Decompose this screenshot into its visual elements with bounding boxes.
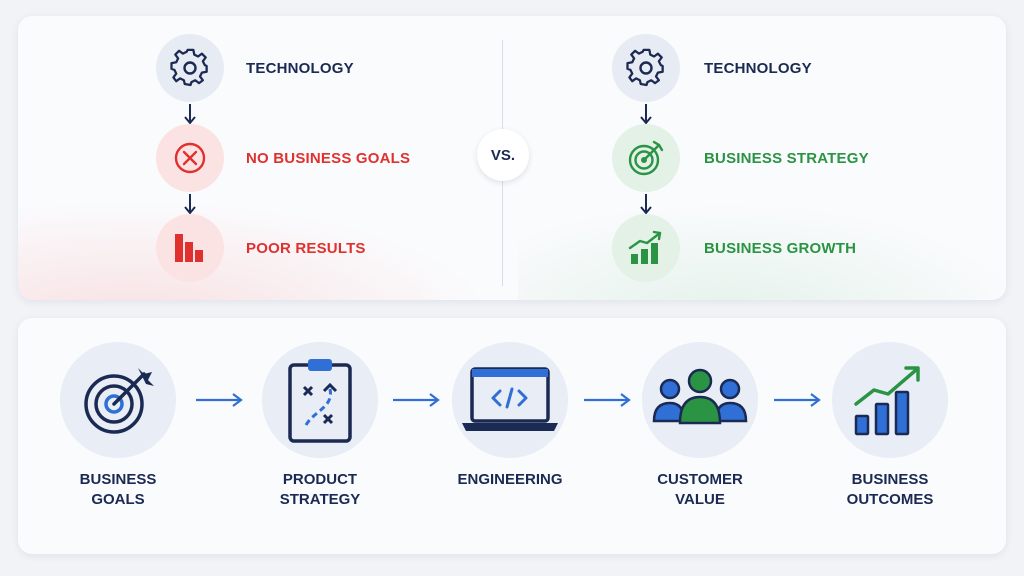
growth-bars-icon xyxy=(854,366,920,436)
flow-label-line: BUSINESS xyxy=(79,471,157,488)
flow-label-line: ENGINEERING xyxy=(457,471,563,488)
left-technology-label: TECHNOLOGY xyxy=(246,60,354,77)
left-no-goals-label: NO BUSINESS GOALS xyxy=(246,150,411,167)
flow-step-business-outcomes xyxy=(832,342,948,458)
green-glow xyxy=(518,200,1006,300)
comparison-panel: VS. TECHNOLOGY NO BUSINESS GOALS POOR RE… xyxy=(18,16,1006,300)
flow-label-line: BUSINESS xyxy=(851,471,929,488)
flow-label-line: PRODUCT xyxy=(282,471,358,488)
flow-label-customer-value: CUSTOMER VALUE xyxy=(625,470,775,510)
flow-label-line: VALUE xyxy=(675,491,725,508)
flow-label-line: STRATEGY xyxy=(279,491,361,508)
right-growth-node xyxy=(612,214,680,282)
right-arrow-icon xyxy=(393,393,440,407)
left-no-goals-node xyxy=(156,124,224,192)
vs-badge: VS. xyxy=(477,129,529,181)
flow-step-business-goals xyxy=(60,342,176,458)
red-glow xyxy=(18,200,498,300)
bar-chart-down-icon xyxy=(175,234,203,262)
right-technology-node xyxy=(612,34,680,102)
right-technology-label: TECHNOLOGY xyxy=(704,60,812,77)
flow-label-line: GOALS xyxy=(91,491,145,508)
left-poor-results-node xyxy=(156,214,224,282)
flow-label-line: OUTCOMES xyxy=(846,491,934,508)
flow-label-engineering: ENGINEERING xyxy=(435,470,585,490)
left-poor-results-label: POOR RESULTS xyxy=(246,240,366,257)
flow-label-product-strategy: PRODUCT STRATEGY xyxy=(245,470,395,510)
flow-label-business-outcomes: BUSINESS OUTCOMES xyxy=(815,470,965,510)
right-arrow-icon xyxy=(584,393,631,407)
down-arrow-icon xyxy=(184,104,196,125)
right-strategy-label: BUSINESS STRATEGY xyxy=(704,150,869,167)
laptop-code-icon xyxy=(462,367,558,431)
flow-step-customer-value xyxy=(642,342,758,458)
gear-icon xyxy=(626,48,664,87)
x-circle-icon xyxy=(174,142,206,174)
right-growth-label: BUSINESS GROWTH xyxy=(704,240,857,257)
right-arrow-icon xyxy=(196,393,243,407)
flow-step-engineering xyxy=(452,342,568,458)
flow-step-product-strategy xyxy=(262,342,378,458)
clipboard-plan-icon xyxy=(288,359,352,443)
gear-icon xyxy=(170,48,208,87)
flow-label-business-goals: BUSINESS GOALS xyxy=(43,470,193,510)
down-arrow-icon xyxy=(640,104,652,125)
flow-panel: BUSINESS GOALS PRODUCT STRATEGY xyxy=(18,318,1006,554)
target-icon xyxy=(628,140,664,176)
right-arrow-icon xyxy=(774,393,821,407)
right-strategy-node xyxy=(612,124,680,192)
down-arrow-icon xyxy=(184,194,196,215)
target-arrow-icon xyxy=(84,368,154,434)
growth-chart-icon xyxy=(628,230,662,264)
left-technology-node xyxy=(156,34,224,102)
people-group-icon xyxy=(652,368,748,425)
flow-label-line: CUSTOMER xyxy=(657,471,743,488)
down-arrow-icon xyxy=(640,194,652,215)
